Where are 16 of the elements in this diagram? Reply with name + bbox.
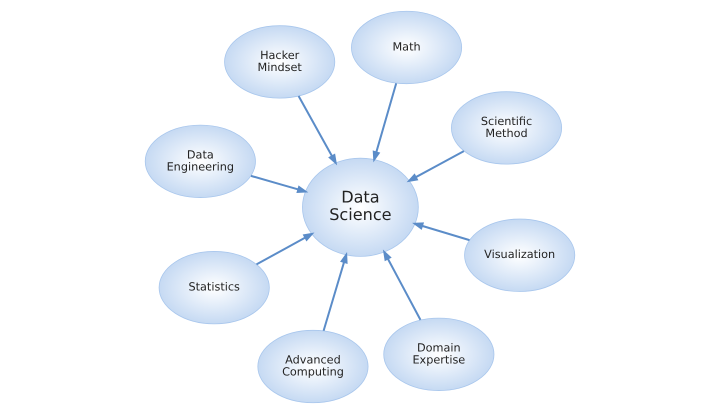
- arrow: [256, 232, 314, 266]
- arrow: [412, 222, 470, 242]
- arrow: [406, 150, 464, 182]
- node-ellipse: Advanced Computing: [257, 330, 368, 404]
- node-ellipse: Hacker Mindset: [224, 25, 336, 98]
- node-ellipse: Visualization: [464, 218, 576, 292]
- arrow: [382, 249, 422, 320]
- node-ellipse: Math: [351, 10, 462, 84]
- node-ellipse: Statistics: [158, 251, 270, 324]
- arrow: [322, 252, 348, 332]
- arrow: [298, 95, 338, 166]
- node-ellipse: Domain Expertise: [383, 318, 494, 391]
- node-ellipse: Scientific Method: [451, 91, 562, 165]
- arrow: [372, 83, 398, 162]
- node-ellipse: Data Engineering: [144, 124, 256, 198]
- arrow: [250, 174, 308, 193]
